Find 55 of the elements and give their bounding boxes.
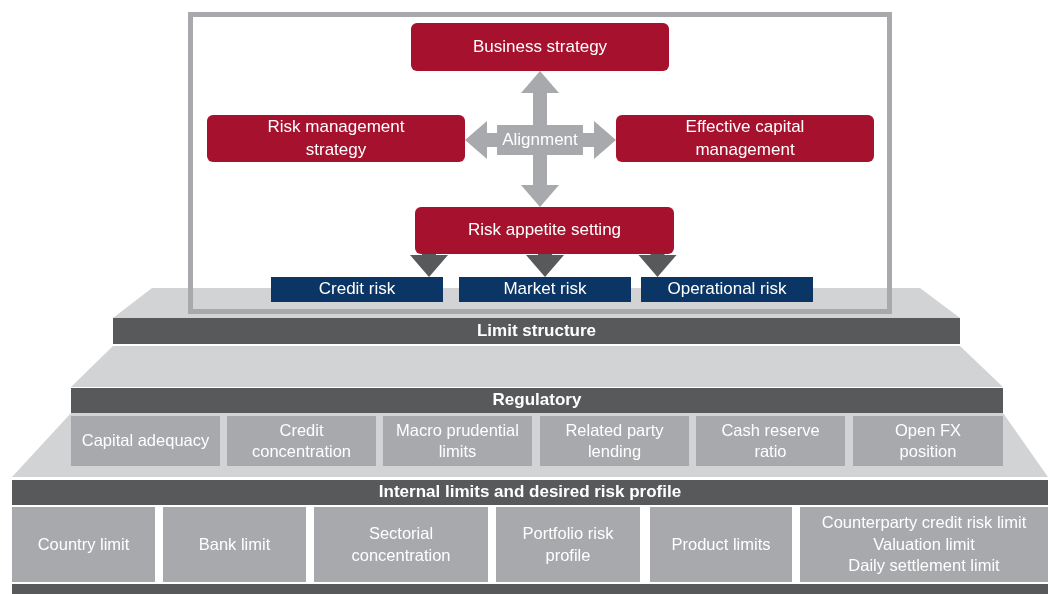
box-label: Alignment [502,128,578,151]
limit-box [540,416,689,466]
strategy-box [411,23,669,71]
arrow [583,121,616,159]
limit-box [496,507,640,582]
tier-header-bar [71,388,1003,413]
limit-box [314,507,488,582]
box-label: Limit structure [477,319,596,342]
limit-box [71,416,220,466]
box-label: Counterparty credit risk limit [821,512,1027,534]
box-label: Product limits [671,533,771,555]
strategy-box [415,207,674,254]
limit-box [696,416,845,466]
arrow [521,155,559,207]
box-label: Related party lending [564,419,665,462]
arrow [526,254,564,277]
box-label: Market risk [503,278,587,301]
box-label: Valuation limit [873,533,975,555]
box-label: Internal limits and desired risk profile [378,481,682,504]
box-label: Macro prudential limits [395,419,520,462]
arrow [521,71,559,125]
box-label: Portfolio risk profile [521,523,615,566]
frame-box [188,12,892,314]
box-label: Regulatory [492,389,582,412]
tier-header-bar [12,480,1048,505]
box-label: Credit risk [318,278,396,301]
box-label: Capital adequacy [81,430,210,452]
arrow [465,121,497,159]
box-label: Effective capital management [684,116,806,161]
box-label: Bank limit [198,533,271,555]
arrow [410,254,448,277]
risk-type-box [641,277,813,302]
box-label: Cash reserve ratio [720,419,821,462]
limit-box [800,507,1048,582]
tier-header-bar [113,318,960,344]
box-label: Credit concentration [250,419,353,462]
limit-box [12,507,155,582]
box-label: Sectorial concentration [350,523,452,566]
box-label: Risk management strategy [266,116,406,161]
limit-box [650,507,792,582]
arrow [638,254,677,277]
box-label: Operational risk [667,278,787,301]
limit-box [383,416,532,466]
box-label: Daily settlement limit [848,555,1000,577]
risk-type-box [271,277,443,302]
box-label: Business strategy [472,35,608,58]
box-label: Risk appetite setting [467,219,622,242]
strategy-box [207,115,465,162]
limit-box [227,416,376,466]
box-label: Country limit [37,533,130,555]
limit-box [853,416,1003,466]
strategy-box [616,115,874,162]
limit-box [163,507,306,582]
box-label: Open FX position [893,419,962,462]
risk-type-box [459,277,631,302]
